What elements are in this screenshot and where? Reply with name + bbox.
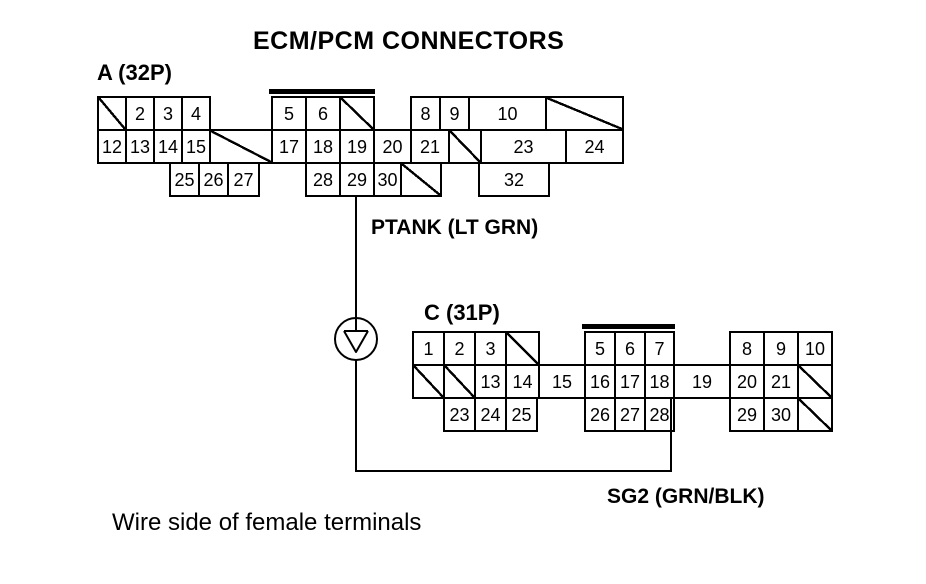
pin-cell-c14: 14 (505, 364, 540, 399)
pin-cell-c16: 16 (584, 364, 616, 399)
pin-cell-c6: 6 (614, 331, 646, 366)
pin-cell-c-empty (797, 364, 833, 399)
pin-cell-a-empty (400, 162, 442, 197)
pin-cell-c18: 18 (644, 364, 675, 399)
connector-a-label: A (32P) (97, 60, 172, 85)
pin-cell-a-empty (448, 129, 482, 164)
pin-cell-a8: 8 (410, 96, 441, 131)
pin-cell-c7: 7 (644, 331, 675, 366)
pin-cell-a30: 30 (373, 162, 402, 197)
pin-cell-a3: 3 (153, 96, 183, 131)
pin-cell-a-empty (209, 129, 273, 164)
diagram-title: ECM/PCM CONNECTORS (253, 27, 565, 55)
pin-cell-c5: 5 (584, 331, 616, 366)
pin-cell-a-empty (97, 96, 127, 131)
pin-cell-a24: 24 (565, 129, 624, 164)
pin-cell-c15: 15 (538, 364, 586, 399)
pin-cell-a9: 9 (439, 96, 470, 131)
pin-cell-c26: 26 (584, 397, 616, 432)
pin-cell-a27: 27 (227, 162, 260, 197)
connector-c-label: C (31P) (424, 300, 500, 325)
pin-cell-a14: 14 (153, 129, 183, 164)
pin-cell-c19: 19 (673, 364, 731, 399)
pin-cell-c23: 23 (443, 397, 476, 432)
pin-cell-c17: 17 (614, 364, 646, 399)
pin-cell-c8: 8 (729, 331, 765, 366)
pin-cell-c30: 30 (763, 397, 799, 432)
pin-cell-c21: 21 (763, 364, 799, 399)
connector-key-bar (582, 324, 675, 329)
pin-cell-a23: 23 (480, 129, 567, 164)
pin-cell-c1: 1 (412, 331, 445, 366)
pin-cell-c27: 27 (614, 397, 646, 432)
pin-cell-c10: 10 (797, 331, 833, 366)
pin-cell-a15: 15 (181, 129, 211, 164)
connector-key-bar (269, 89, 375, 94)
pin-cell-c13: 13 (474, 364, 507, 399)
pin-cell-a25: 25 (169, 162, 200, 197)
pin-cell-c-empty (412, 364, 445, 399)
pin-cell-c9: 9 (763, 331, 799, 366)
pin-cell-c25: 25 (505, 397, 538, 432)
pin-cell-a-empty (339, 96, 375, 131)
pin-cell-a32: 32 (478, 162, 550, 197)
pin-cell-a28: 28 (305, 162, 341, 197)
pin-cell-c20: 20 (729, 364, 765, 399)
pin-cell-c-empty (797, 397, 833, 432)
pin-cell-c24: 24 (474, 397, 507, 432)
pin-cell-c28: 28 (644, 397, 675, 432)
pin-cell-c2: 2 (443, 331, 476, 366)
ptank-wire-label: PTANK (LT GRN) (371, 216, 539, 239)
pin-cell-a19: 19 (339, 129, 375, 164)
pin-cell-c3: 3 (474, 331, 507, 366)
footer-note: Wire side of female terminals (112, 509, 422, 536)
pin-cell-c-empty (443, 364, 476, 399)
pin-cell-c-empty (505, 331, 540, 366)
sg2-wire-label: SG2 (GRN/BLK) (607, 485, 765, 508)
pin-cell-c29: 29 (729, 397, 765, 432)
